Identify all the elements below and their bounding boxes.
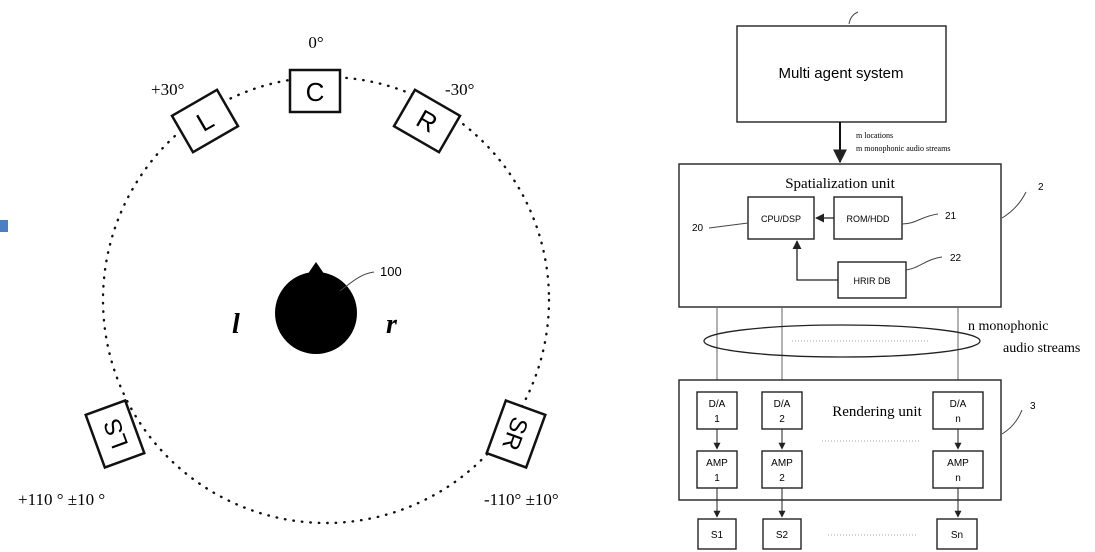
speaker-center-label: C bbox=[306, 77, 325, 107]
rom-hdd-ref-number: 21 bbox=[945, 211, 957, 222]
hrir-db-block bbox=[837, 261, 907, 299]
da-1-number: 1 bbox=[714, 414, 720, 425]
right-ear-label: r bbox=[386, 309, 398, 340]
arrow-note-locations: m locations bbox=[856, 131, 893, 140]
amp-2-label: AMP bbox=[771, 458, 793, 469]
speaker-right-surround: SR bbox=[485, 398, 547, 470]
hrir-db-ref-number: 22 bbox=[950, 253, 962, 264]
amp-n-label: AMP bbox=[947, 458, 969, 469]
angle-center-label: 0° bbox=[308, 33, 323, 52]
edge-marker bbox=[0, 220, 8, 232]
listener-head: 100 l r bbox=[232, 262, 402, 354]
arrow-note-streams: m monophonic audio streams bbox=[856, 144, 950, 153]
multi-agent-system-block: Multi agent system bbox=[736, 11, 947, 123]
cpu-dsp-ref-number: 20 bbox=[692, 223, 704, 234]
amp-2-number: 2 bbox=[779, 473, 785, 484]
output-1-label: S1 bbox=[711, 530, 724, 541]
da-n-label: D/A bbox=[950, 399, 967, 410]
streams-note-line-2: audio streams bbox=[1003, 341, 1080, 356]
speaker-left-surround: LS bbox=[84, 398, 146, 470]
speaker-center: C bbox=[288, 68, 342, 114]
da-2-label: D/A bbox=[774, 399, 791, 410]
rom-hdd-block bbox=[833, 196, 903, 240]
amp-1-label: AMP bbox=[706, 458, 728, 469]
angle-right-label: -30° bbox=[445, 80, 474, 99]
amp-n-number: n bbox=[955, 473, 961, 484]
rom-hdd-label: ROM/HDD bbox=[847, 214, 890, 224]
da-converter-n: D/A n bbox=[932, 391, 984, 430]
cpu-dsp-block bbox=[747, 196, 815, 240]
angle-left-label: +30° bbox=[151, 80, 184, 99]
streams-ellipse bbox=[703, 324, 981, 358]
speaker-left: L bbox=[170, 88, 240, 154]
spatialization-unit-block: Spatialization unit 2 CPU/DSP 20 ROM/HDD… bbox=[678, 163, 1044, 308]
angle-left-surround-label: +110 ° ±10 ° bbox=[18, 490, 105, 509]
hrir-to-cpu-arrow bbox=[792, 240, 838, 281]
da-2-number: 2 bbox=[779, 414, 785, 425]
angle-right-surround-label: -110° ±10° bbox=[484, 490, 559, 509]
hrir-db-label: HRIR DB bbox=[853, 276, 890, 286]
amplifier-n: AMP n bbox=[932, 450, 984, 489]
amplifier-2: AMP 2 bbox=[761, 450, 803, 489]
da-n-number: n bbox=[955, 414, 961, 425]
amp-1-number: 1 bbox=[714, 473, 720, 484]
system-block-diagram: Multi agent system m locations m monopho… bbox=[678, 11, 1080, 550]
da-converter-1: D/A 1 bbox=[696, 391, 738, 430]
rendering-unit-title: Rendering unit bbox=[832, 404, 922, 420]
listening-circle bbox=[101, 75, 551, 525]
spatialization-unit-title: Spatialization unit bbox=[785, 176, 895, 192]
rendering-ref-number: 3 bbox=[1030, 401, 1036, 412]
speaker-right: R bbox=[392, 88, 462, 154]
da-1-label: D/A bbox=[709, 399, 726, 410]
audio-streams-group: n monophonic audio streams bbox=[703, 307, 1080, 391]
head-reference-number: 100 bbox=[380, 264, 402, 279]
output-2-label: S2 bbox=[776, 530, 789, 541]
streams-note-line-1: n monophonic bbox=[968, 319, 1049, 334]
cpu-dsp-label: CPU/DSP bbox=[761, 214, 801, 224]
da-converter-2: D/A 2 bbox=[761, 391, 803, 430]
output-n-label: Sn bbox=[951, 530, 963, 541]
spatialization-ref-number: 2 bbox=[1038, 182, 1044, 193]
output-speaker-2: S2 bbox=[762, 518, 802, 550]
output-speaker-n: Sn bbox=[936, 518, 978, 550]
output-speaker-1: S1 bbox=[697, 518, 737, 550]
amplifier-1: AMP 1 bbox=[696, 450, 738, 489]
left-ear-label: l bbox=[232, 309, 240, 340]
rendering-unit-block: Rendering unit 3 D/A 1 D/A 2 D/A n bbox=[678, 379, 1036, 501]
multi-agent-system-label: Multi agent system bbox=[778, 65, 903, 82]
speaker-layout-diagram: 0° +30° -30° +110 ° ±10 ° -110° ±10° C L… bbox=[0, 33, 559, 525]
